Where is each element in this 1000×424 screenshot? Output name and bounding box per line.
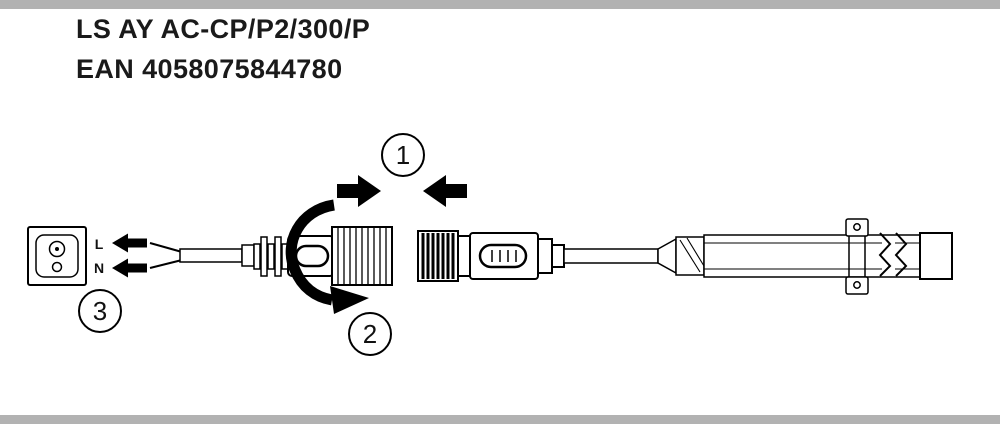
strain-relief-rib [253, 243, 261, 270]
wire-bottom [149, 259, 183, 269]
terminal-screw-center [55, 247, 59, 251]
sleeve-hatch [679, 239, 701, 273]
step-1-number: 1 [396, 140, 410, 170]
terminal-hole [51, 261, 63, 273]
break-mark-icon [894, 232, 908, 277]
male-connector [417, 230, 565, 282]
step-2-badge: 2 [348, 312, 392, 356]
led-strip [703, 232, 953, 280]
cable-jacket-right [563, 248, 659, 264]
mounting-clip [845, 218, 869, 295]
terminal-labels: L N [94, 236, 104, 276]
twist-arrow-curve [285, 199, 336, 306]
insert-arrow-top-icon [112, 233, 147, 253]
step-2-number: 2 [363, 319, 377, 349]
ean-code: EAN 4058075844780 [76, 54, 343, 85]
step-3-number: 3 [93, 296, 107, 326]
sleeve-hatch [686, 237, 705, 267]
clip-hole-bottom [853, 281, 861, 289]
connecting-cable [563, 248, 659, 264]
push-arrow-right-icon [337, 175, 381, 207]
clip-tab-bottom [845, 276, 869, 295]
label-neutral: N [94, 260, 104, 276]
strain-relief-rib [274, 236, 282, 277]
twist-arrow-icon [285, 199, 369, 314]
footer-band [0, 415, 1000, 424]
strip-end-sleeve [657, 236, 705, 276]
sleeve-taper [657, 237, 677, 275]
cable-entry [241, 244, 255, 267]
step-3-badge: 3 [78, 289, 122, 333]
step-1-badge: 1 [381, 133, 425, 177]
push-arrow-left-icon [423, 175, 467, 207]
strain-relief-rib [260, 236, 268, 277]
step-3-circle [78, 289, 122, 333]
terminal-block [27, 226, 87, 286]
wire-insert-arrows-icon [112, 233, 147, 278]
step-1-circle [381, 133, 425, 177]
terminal-block-inner [35, 234, 79, 278]
coupling-nut [331, 226, 393, 286]
strip-end-cap [919, 232, 953, 280]
push-together-arrows-icon [337, 175, 467, 207]
label-line: L [95, 236, 104, 252]
male-contact-slots [491, 250, 517, 262]
supply-wires [149, 242, 243, 269]
male-step-large [537, 238, 553, 274]
coupling-nut-knurling [337, 227, 387, 285]
break-gap [882, 237, 895, 275]
clip-tab-top [845, 218, 869, 237]
male-collar [457, 235, 471, 277]
header-band [0, 0, 1000, 9]
strain-relief-rib [267, 243, 275, 270]
terminal-screw-outer [48, 240, 66, 258]
male-connector-detail [478, 243, 528, 269]
female-connector [241, 235, 335, 277]
cable-jacket-left [179, 248, 243, 263]
male-step-small [551, 244, 565, 268]
product-title: LS AY AC-CP/P2/300/P [76, 14, 371, 44]
twist-arrow-head [330, 286, 369, 314]
break-mark-icon [878, 232, 892, 277]
male-thread-ridges [421, 233, 455, 279]
step-2-circle [348, 312, 392, 356]
wire-top [149, 242, 183, 253]
insert-arrow-bottom-icon [112, 258, 147, 278]
clip-hole-top [853, 223, 861, 231]
title-block: LS AY AC-CP/P2/300/P EAN 4058075844780 [76, 13, 370, 86]
